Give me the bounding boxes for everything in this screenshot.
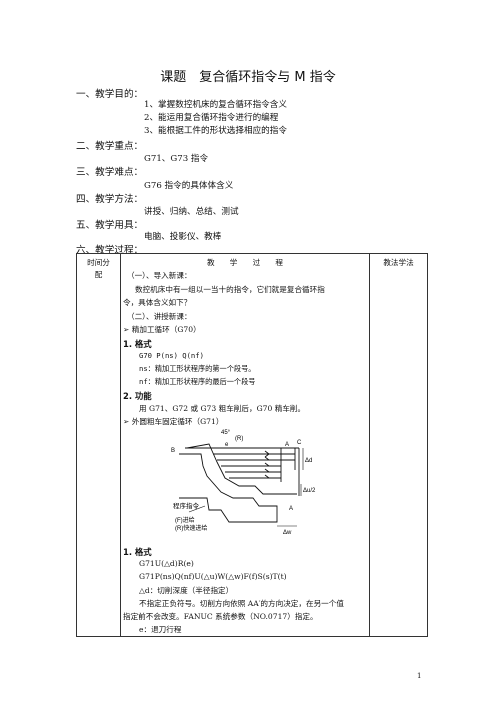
finish-profile: [186, 443, 297, 495]
g71-format-heading: 1. 格式: [123, 547, 152, 557]
difficulty-item: G76 指令的具体体含义: [144, 181, 234, 191]
label-angle: 45°: [221, 430, 231, 436]
label-B: B: [171, 448, 175, 454]
g71-cycle-diagram: B C A A 45° (R) e Δd Δu/2 Δw 程序指令 (F)进给 …: [171, 430, 316, 536]
objective-item-1: 1、掌握数控机床的复合循环指令含义: [144, 100, 287, 110]
g70-function: 用 G71、G72 或 G73 粗车削后，G70 精车削。: [139, 404, 306, 413]
label-feed: (F)进给: [175, 516, 195, 524]
label-rapid: (R)快速进给: [175, 524, 207, 532]
tool-item: 电脑、投影仪、教棒: [144, 232, 222, 242]
intro-heading: （一）、导入新课：: [127, 271, 192, 280]
heading-difficulties: 三、教学难点：: [76, 167, 144, 178]
label-delta-w: Δw: [283, 530, 292, 536]
label-C: C: [297, 440, 302, 446]
g70-nf: nf：精加工形状程序的最后一个段号: [139, 377, 256, 386]
label-delta-u: Δu/2: [303, 488, 316, 494]
process-cell: 教 学 过 程 （一）、导入新课： 数控机床中有一组以一当十的指令，它们就是复合…: [120, 253, 370, 637]
g70-ns: ns：精加工形状程序的第一个段号。: [139, 364, 256, 373]
header-process: 教 学 过 程: [207, 258, 283, 267]
intro-text-1: 数控机床中有一组以一当十的指令，它们就是复合循环指: [135, 285, 325, 294]
objective-item-3: 3、能根据工件的形状选择相应的指令: [144, 126, 287, 136]
heading-process: 六、教学过程：: [76, 245, 144, 256]
g71-e: e：退刀行程: [139, 625, 182, 634]
g71-format-2: G71P(ns)Q(nf)U(△u)W(△w)F(f)S(s)T(t): [139, 572, 287, 581]
objective-item-2: 2、能运用复合循环指令进行的编程: [144, 113, 279, 123]
header-time: 时间分配: [76, 253, 121, 637]
method-item: 讲授、归纳、总结、测试: [144, 207, 239, 217]
key-point-item: G71、G73 指令: [144, 154, 209, 164]
page-number: 1: [417, 672, 422, 680]
g71-heading: ➢ 外圆粗车固定循环（G71）: [123, 417, 224, 426]
teaching-process-table: 时间分配 教 学 过 程 （一）、导入新课： 数控机床中有一组以一当十的指令，它…: [76, 253, 428, 637]
g71-format-1: G71U(△d)R(e): [139, 559, 194, 568]
label-e: e: [225, 442, 229, 448]
label-R: (R): [235, 436, 243, 442]
label-A: A: [285, 442, 289, 448]
g70-format-heading: 1. 格式: [123, 339, 152, 349]
intro-text-2: 令，具体含义如下？: [123, 298, 192, 307]
g71-note-2: 指定前不会改变。FANUC 系统参数（NO.0717）指定。: [123, 612, 318, 621]
g71-delta-d: △d：切削深度（半径指定）: [139, 586, 234, 595]
g71-note-1: 不指定正负符号。切削方向依照 AA′的方向决定，在另一个值: [139, 599, 344, 608]
heading-methods: 四、教学方法：: [76, 194, 144, 205]
heading-tools: 五、教学用具：: [76, 220, 144, 231]
label-delta-d: Δd: [305, 458, 312, 464]
g70-function-heading: 2. 功能: [123, 391, 152, 401]
label-A-prime: A: [289, 506, 293, 512]
workpiece-outline: [179, 453, 278, 523]
heading-key-points: 二、教学重点：: [76, 141, 144, 152]
header-method: 教法学法: [369, 253, 428, 637]
g70-format: G70 P(ns) Q(nf): [139, 351, 204, 360]
page-title: 课题 复合循环指令与 M 指令: [160, 70, 336, 85]
lecture-heading: （二）、讲授新课：: [127, 312, 192, 321]
heading-objectives: 一、教学目的：: [76, 89, 144, 100]
g70-heading: ➢ 精加工循环（G70）: [123, 325, 201, 334]
label-program-command: 程序指令: [173, 501, 200, 510]
